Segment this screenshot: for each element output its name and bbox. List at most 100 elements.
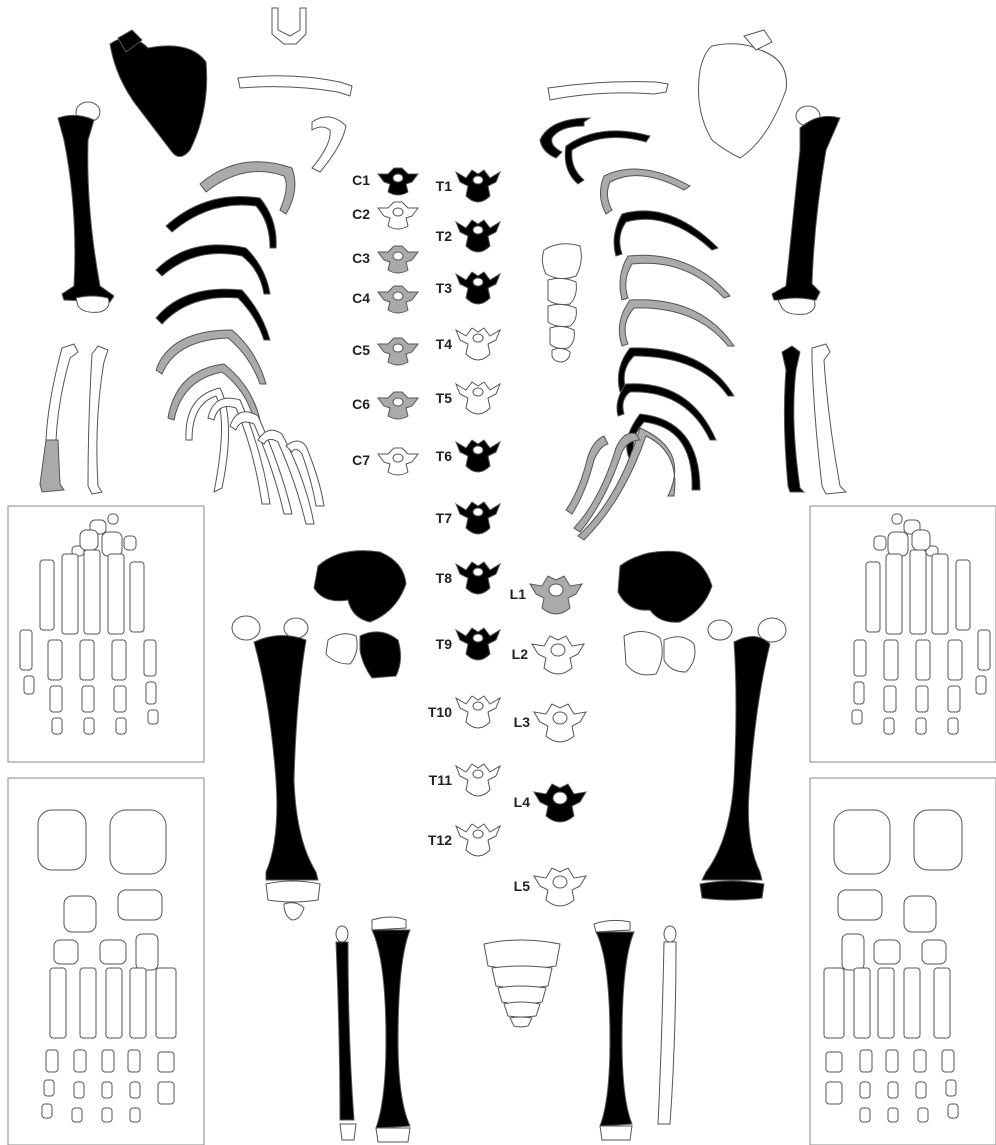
right-ilium xyxy=(618,551,712,622)
left-ischium xyxy=(326,632,401,678)
vertebra-label: C7 xyxy=(352,452,370,468)
foot-bone xyxy=(916,1082,926,1098)
foot-bone xyxy=(156,968,176,1038)
right-radius xyxy=(782,346,804,492)
hand-bone xyxy=(80,640,94,680)
hand-bone xyxy=(854,640,866,676)
hand-bone xyxy=(40,560,54,630)
vertebra-l4: L4 xyxy=(514,784,586,822)
vertebra-label: T12 xyxy=(428,832,452,848)
hand-bone xyxy=(116,718,126,734)
right-scapula xyxy=(699,30,787,158)
hand-bone xyxy=(854,682,864,704)
foot-bone xyxy=(100,940,126,964)
hand-bone xyxy=(50,686,62,712)
hand-bone xyxy=(80,530,98,550)
hand-bone xyxy=(130,562,144,632)
hand-bone xyxy=(866,562,880,632)
hand-bone xyxy=(114,686,126,712)
foot-bone xyxy=(102,1082,112,1098)
foot-bone xyxy=(834,810,890,874)
right-rib-3 xyxy=(600,169,690,214)
hand-bone xyxy=(948,640,962,680)
foot-bone xyxy=(54,940,78,964)
hand-bone xyxy=(892,514,902,524)
vertebra-label: T10 xyxy=(428,704,452,720)
left-rib-4 xyxy=(156,245,270,294)
vertebra-c5: C5 xyxy=(352,338,418,365)
vertebra-t11: T11 xyxy=(429,764,500,796)
foot-bone xyxy=(158,1082,174,1104)
foot-bone xyxy=(72,1108,82,1122)
foot-bone xyxy=(886,1050,898,1072)
foot-bone xyxy=(128,1050,140,1072)
foot-bone xyxy=(102,1108,112,1122)
foot-bone xyxy=(918,1108,928,1122)
hand-bone xyxy=(884,640,898,680)
hand-bone xyxy=(976,676,986,694)
foot-bone xyxy=(74,1082,84,1098)
foot-bone xyxy=(946,1080,956,1096)
foot-bone xyxy=(860,1050,872,1072)
foot-bone xyxy=(44,1080,54,1096)
vertebra-label: T6 xyxy=(436,448,453,464)
left-ilium xyxy=(314,551,406,622)
hand-bone xyxy=(884,718,894,734)
vertebra-label: T7 xyxy=(436,510,453,526)
foot-bone xyxy=(130,1082,140,1098)
foot-bone xyxy=(914,1050,926,1072)
vertebra-t1: T1 xyxy=(436,170,500,202)
vertebra-t5: T5 xyxy=(436,382,500,414)
hand-bone xyxy=(62,554,78,634)
vertebra-l2: L2 xyxy=(512,636,584,674)
hand-bone xyxy=(84,718,94,734)
vertebra-label: T1 xyxy=(436,178,453,194)
foot-bone xyxy=(934,968,950,1038)
vertebra-label: L1 xyxy=(510,586,527,602)
vertebra-t7: T7 xyxy=(436,502,500,534)
hand-bone xyxy=(886,554,902,634)
hand-bone xyxy=(948,718,958,734)
foot-bone xyxy=(878,968,894,1038)
vertebra-label: T4 xyxy=(436,336,453,352)
left-humerus xyxy=(58,102,114,312)
vertebra-label: C5 xyxy=(352,342,370,358)
right-hand-panel xyxy=(810,506,996,762)
hand-bone xyxy=(910,550,926,634)
hand-bone xyxy=(82,686,94,712)
foot-bone xyxy=(118,890,162,920)
vertebra-c1: C1 xyxy=(352,168,418,195)
left-rib-1 xyxy=(312,117,346,172)
vertebra-label: T9 xyxy=(436,636,453,652)
foot-bone xyxy=(826,1082,842,1104)
hand-bone xyxy=(916,718,926,734)
vertebra-label: L2 xyxy=(512,646,529,662)
hand-bone xyxy=(888,532,908,556)
vertebra-t4: T4 xyxy=(436,328,500,360)
right-femur xyxy=(700,618,786,900)
vertebra-label: L3 xyxy=(514,714,531,730)
vertebra-t8: T8 xyxy=(436,562,500,594)
left-rib-3 xyxy=(166,197,276,248)
foot-bone xyxy=(46,1050,58,1072)
foot-bone xyxy=(914,810,962,870)
right-ulna xyxy=(812,344,846,494)
vertebra-label: L4 xyxy=(514,794,531,810)
vertebra-label: C2 xyxy=(352,206,370,222)
foot-bone xyxy=(948,1104,958,1118)
foot-bone xyxy=(874,940,900,964)
foot-bone xyxy=(50,968,66,1038)
vertebra-label: T5 xyxy=(436,390,453,406)
sacrum xyxy=(484,940,560,1027)
hand-bone xyxy=(52,718,62,734)
hand-bone xyxy=(884,686,896,712)
vertebra-label: C6 xyxy=(352,396,370,412)
left-tibia xyxy=(372,917,410,1142)
right-hand-bones xyxy=(852,514,990,734)
foot-bone xyxy=(838,890,882,920)
hand-bone xyxy=(916,686,928,712)
vertebra-label: C4 xyxy=(352,290,370,306)
foot-bone xyxy=(860,1108,870,1122)
left-ulna xyxy=(40,344,78,492)
